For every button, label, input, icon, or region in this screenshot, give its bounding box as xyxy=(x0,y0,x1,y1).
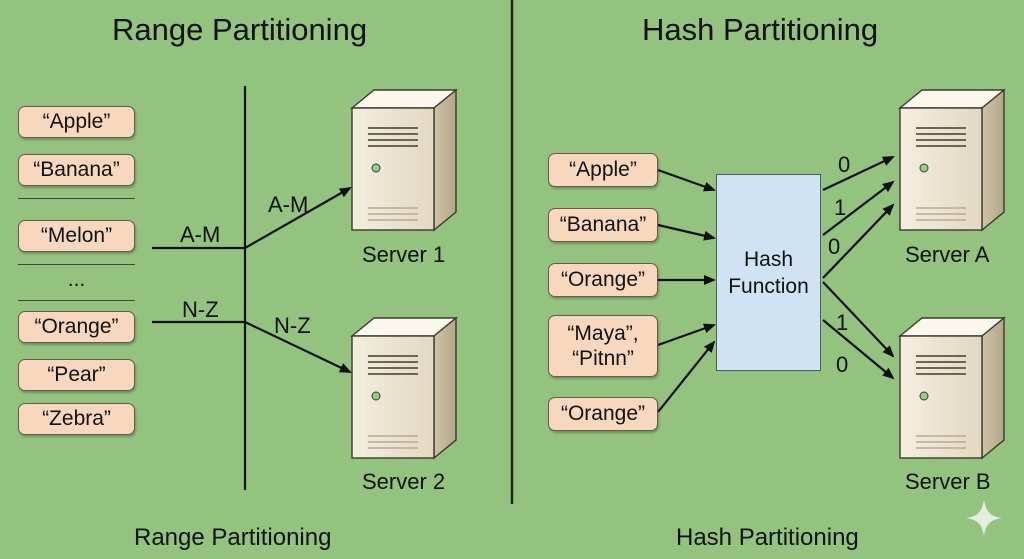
hash-key-apple: “Apple” xyxy=(548,153,658,187)
arrow-to-server-1 xyxy=(244,187,352,249)
arrow-banana-to-hash xyxy=(657,223,716,241)
range-separator xyxy=(18,198,135,199)
server-b-label: Server B xyxy=(905,469,991,494)
sparkle-icon xyxy=(966,500,1002,536)
hash-key-orange: “Orange” xyxy=(548,263,658,297)
hash-function-box: Hash Function xyxy=(716,174,821,371)
arrow-orange2-to-hash xyxy=(657,340,716,413)
range-caption: Range Partitioning xyxy=(134,524,332,551)
bit-label: 1 xyxy=(834,195,847,220)
range-key-zebra: “Zebra” xyxy=(18,403,135,435)
arrow-hash-to-server-b-1 xyxy=(822,281,895,358)
server-2-icon xyxy=(351,317,457,459)
arrow-label-a-m: A-M xyxy=(268,192,309,217)
arrow-maya-to-hash xyxy=(657,323,716,347)
range-key-pear: “Pear” xyxy=(18,359,135,391)
arrow-hash-to-server-a-1 xyxy=(822,156,895,191)
hash-title: Hash Partitioning xyxy=(642,12,879,47)
server-a-icon xyxy=(899,89,1005,231)
bit-label: 1 xyxy=(836,310,849,335)
hash-key-maya: “Maya”, xyxy=(567,322,639,345)
arrow-label-n-z: N-Z xyxy=(274,313,311,338)
server-1-icon xyxy=(351,89,457,231)
range-key-melon: “Melon” xyxy=(18,220,135,252)
arrow-to-server-2 xyxy=(244,321,352,373)
hash-key-banana: “Banana” xyxy=(548,208,658,242)
server-2-label: Server 2 xyxy=(362,469,446,494)
range-key-apple: “Apple” xyxy=(18,106,135,138)
bit-label: 0 xyxy=(836,352,849,377)
arrow-hash-to-server-b-2 xyxy=(822,319,895,380)
bit-label: 0 xyxy=(828,234,841,259)
range-key-orange: “Orange” xyxy=(18,311,135,343)
hash-function-label-2: Function xyxy=(728,274,809,298)
range-separator xyxy=(18,264,135,265)
range-separator xyxy=(18,300,135,301)
range-label-n-z: N-Z xyxy=(182,297,219,322)
server-b-icon xyxy=(899,317,1005,459)
hash-function-label-1: Hash xyxy=(743,247,794,271)
server-a-label: Server A xyxy=(905,242,990,267)
hash-caption: Hash Partitioning xyxy=(676,524,859,551)
arrow-apple-to-hash xyxy=(657,168,716,192)
range-label-a-m: A-M xyxy=(180,222,221,247)
bit-label: 0 xyxy=(838,152,851,177)
hash-key-maya-pitnn: “Maya”, “Pitnn” xyxy=(548,315,658,377)
arrow-hash-to-server-a-3 xyxy=(822,203,895,279)
range-key-banana: “Banana” xyxy=(18,154,135,186)
arrow-hash-to-server-a-2 xyxy=(822,180,895,236)
range-ellipsis: ... xyxy=(67,268,86,291)
server-1-label: Server 1 xyxy=(362,242,446,267)
hash-key-pitnn: “Pitnn” xyxy=(572,347,634,370)
range-title: Range Partitioning xyxy=(112,12,368,47)
hash-key-orange-2: “Orange” xyxy=(548,397,658,431)
